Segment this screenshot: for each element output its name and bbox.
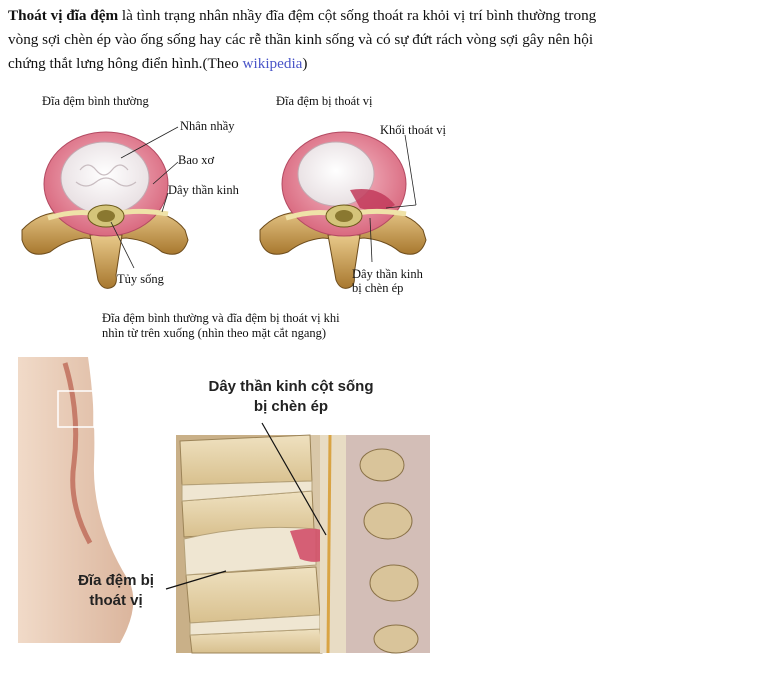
normal-disc-title: Đĩa đệm bình thường — [42, 94, 149, 108]
normal-vertebra — [22, 127, 188, 288]
caption-line-1: Đĩa đệm bình thường và đĩa đệm bị thoát … — [102, 311, 340, 326]
herniated-disc-label: Đĩa đệm bị thoát vị — [56, 571, 176, 611]
label-nucleus: Nhân nhầy — [180, 119, 235, 133]
label-herniation: Khối thoát vị — [380, 123, 446, 137]
intro-term: Thoát vị đĩa đệm — [8, 7, 118, 24]
label-spinal-cord: Tủy sống — [117, 272, 164, 286]
label-compressed-nerve-1: Dây thần kinh — [352, 267, 423, 281]
spinal-nerve-label-1: Dây thần kinh cột sống — [186, 377, 396, 397]
spinal-nerve-label-2: bị chèn ép — [186, 397, 396, 417]
label-nerve: Dây thần kinh — [168, 183, 239, 197]
spinal-nerve-label: Dây thần kinh cột sống bị chèn ép — [186, 377, 396, 417]
herniated-disc-label-2: thoát vị — [56, 591, 176, 611]
intro-end: ) — [302, 55, 307, 72]
caption-line-2: nhìn từ trên xuống (nhìn theo mặt cắt ng… — [102, 326, 340, 341]
herniated-vertebra — [260, 132, 426, 288]
spine-side-figure: Dây thần kinh cột sống bị chèn ép Đĩa đệ… — [10, 353, 430, 655]
label-annulus: Bao xơ — [178, 153, 214, 167]
label-compressed-nerve-2: bị chèn ép — [352, 281, 403, 295]
intro-paragraph: Thoát vị đĩa đệm là tình trạng nhân nhầy… — [8, 4, 608, 76]
figure-caption: Đĩa đệm bình thường và đĩa đệm bị thoát … — [102, 311, 340, 341]
wikipedia-link[interactable]: wikipedia — [243, 55, 303, 72]
herniated-disc-label-1: Đĩa đệm bị — [56, 571, 176, 591]
zoomed-spine-panel — [166, 423, 430, 653]
herniated-disc-title: Đĩa đệm bị thoát vị — [276, 94, 373, 108]
